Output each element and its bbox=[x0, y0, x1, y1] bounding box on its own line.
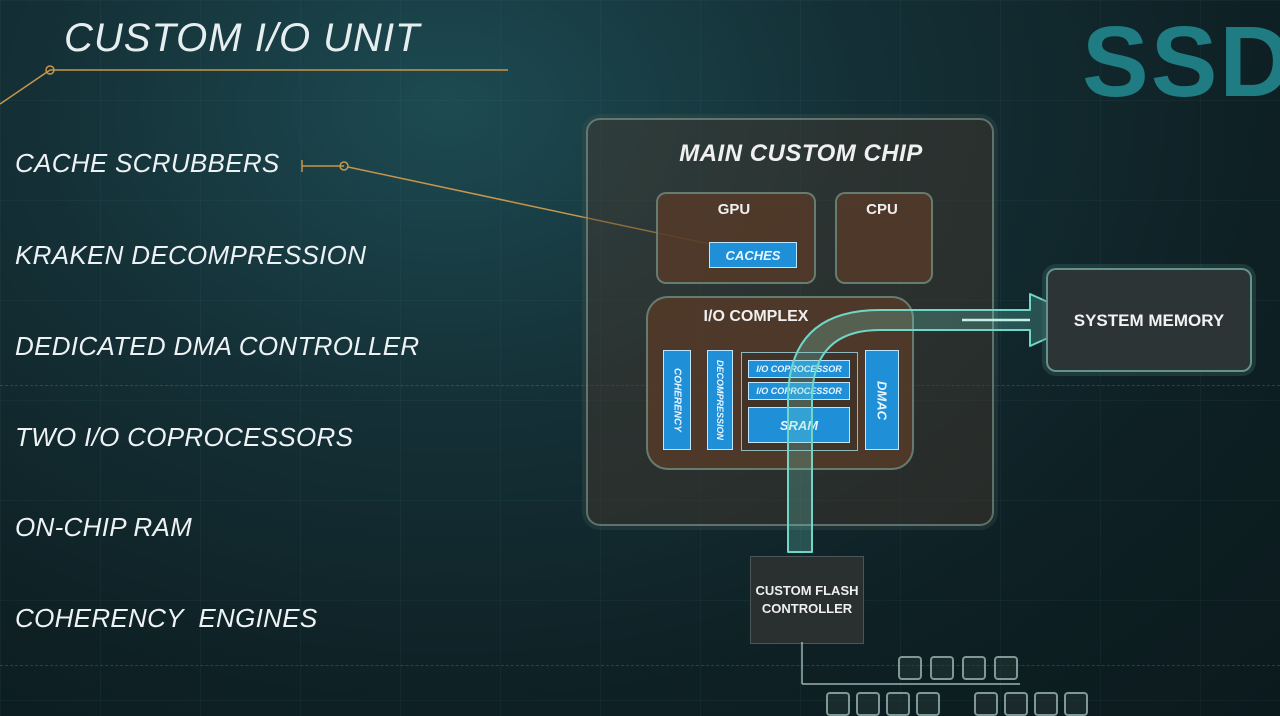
guide-line bbox=[0, 665, 1280, 666]
feature-io-coprocessors: TWO I/O COPROCESSORS bbox=[15, 422, 354, 452]
coherency-engine-block: COHERENCY bbox=[663, 350, 691, 450]
io-coprocessor-2: I/O COPROCESSOR bbox=[748, 382, 850, 400]
feature-coherency-engines: COHERENCY ENGINES bbox=[15, 603, 318, 633]
flash-memory-cell bbox=[826, 692, 850, 716]
chip-title: MAIN CUSTOM CHIP bbox=[679, 140, 923, 167]
system-memory-block: SYSTEM MEMORY bbox=[1046, 268, 1252, 372]
decompression-block: DECOMPRESSION bbox=[707, 350, 733, 450]
ssd-logo: SSD bbox=[1082, 6, 1280, 118]
feature-dma-controller: DEDICATED DMA CONTROLLER bbox=[15, 331, 420, 361]
io-complex-label: I/O COMPLEX bbox=[703, 308, 809, 325]
flash-memory-cell bbox=[974, 692, 998, 716]
flash-memory-cell bbox=[856, 692, 880, 716]
flash-memory-cell bbox=[916, 692, 940, 716]
guide-line bbox=[0, 385, 1280, 386]
feature-on-chip-ram: ON-CHIP RAM bbox=[15, 512, 193, 542]
flash-memory-cell bbox=[886, 692, 910, 716]
flash-memory-cell bbox=[1064, 692, 1088, 716]
flash-controller-chip: CUSTOM FLASH CONTROLLER bbox=[750, 556, 864, 644]
caches-block: CACHES bbox=[709, 242, 797, 268]
dmac-block: DMAC bbox=[865, 350, 899, 450]
cpu-block bbox=[835, 192, 933, 284]
io-coprocessor-1: I/O COPROCESSOR bbox=[748, 360, 850, 378]
gpu-label: GPU bbox=[717, 201, 751, 218]
flash-memory-cell bbox=[930, 656, 954, 680]
feature-kraken-decompression: KRAKEN DECOMPRESSION bbox=[15, 240, 367, 270]
flash-memory-cell bbox=[994, 656, 1018, 680]
feature-cache-scrubbers: CACHE SCRUBBERS bbox=[15, 148, 280, 178]
flash-memory-cell bbox=[1004, 692, 1028, 716]
flash-memory-cell bbox=[898, 656, 922, 680]
sram-block: SRAM bbox=[748, 407, 850, 443]
cpu-label: CPU bbox=[866, 201, 898, 218]
flash-memory-cell bbox=[962, 656, 986, 680]
gpu-block bbox=[656, 192, 816, 284]
flash-memory-cell bbox=[1034, 692, 1058, 716]
page-title: CUSTOM I/O UNIT bbox=[64, 16, 421, 60]
